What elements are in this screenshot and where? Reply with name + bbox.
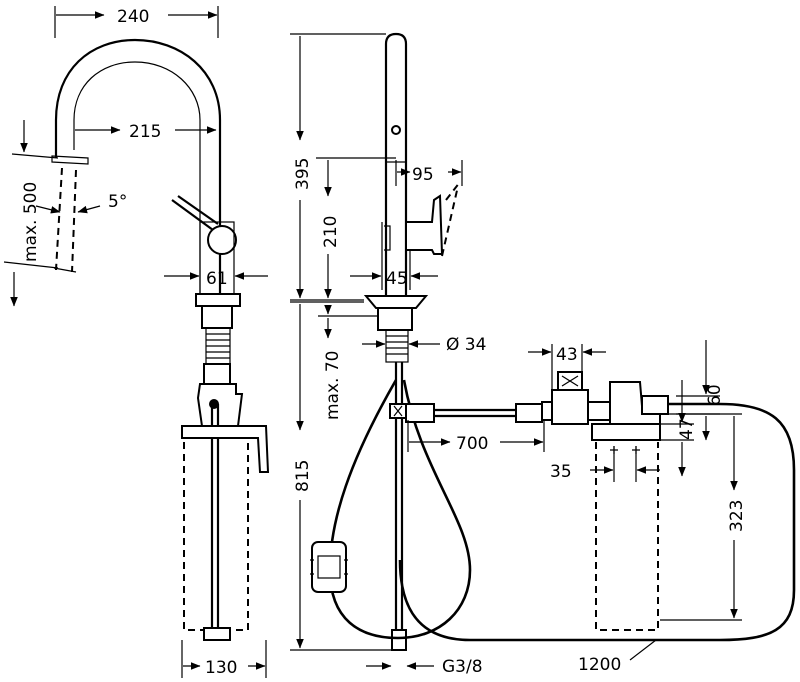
dim-60: 60 — [705, 384, 725, 406]
dim-5-degree: 5° — [108, 192, 127, 212]
filter-cartridge-outline — [595, 442, 659, 631]
threaded-shank-side — [385, 329, 409, 363]
dim-240: 240 — [117, 7, 149, 27]
dim-61: 61 — [206, 269, 228, 289]
faucet-front-view — [51, 38, 270, 641]
lever — [171, 195, 219, 231]
dim-395: 395 — [293, 158, 313, 190]
dim-700: 700 — [456, 434, 488, 454]
dim-diameter-34: Ø 34 — [446, 335, 486, 355]
right-dimensions: 395 210 95 45 815 max. 70 Ø 34 G3/8 — [290, 33, 747, 677]
valve-block — [196, 383, 244, 427]
spout-inner — [73, 61, 201, 300]
dim-130: 130 — [205, 658, 237, 678]
handle-swing-outline — [441, 181, 461, 257]
pullout-hose-loop — [328, 379, 472, 640]
valve-assembly — [541, 371, 611, 425]
spray-head — [51, 155, 89, 165]
deck-plate — [195, 293, 241, 307]
left-dimensions: 240 215 max. 500 5° 61 130 — [3, 6, 268, 678]
spout-outer — [54, 38, 222, 300]
dim-g3-8: G3/8 — [442, 657, 483, 677]
filter-canister-outline — [183, 442, 249, 631]
spout-side — [384, 32, 408, 300]
dim-35: 35 — [550, 462, 572, 482]
deck-plate-side — [363, 295, 429, 309]
dim-max-500: max. 500 — [21, 182, 41, 262]
lever-knob — [207, 225, 237, 255]
handle-side — [405, 194, 444, 255]
threaded-shank — [205, 327, 231, 365]
long-hose-1200 — [398, 402, 796, 642]
sink-bracket — [181, 425, 270, 473]
dim-95: 95 — [412, 165, 434, 185]
dim-815: 815 — [293, 460, 313, 492]
dim-210: 210 — [321, 216, 341, 248]
pulled-spray-outline — [55, 167, 77, 273]
dim-323: 323 — [727, 500, 747, 532]
dim-43: 43 — [556, 345, 578, 365]
dim-47: 47 — [677, 418, 697, 440]
dim-215: 215 — [129, 122, 161, 142]
dim-45: 45 — [386, 269, 408, 289]
faucet-side-view — [310, 32, 796, 651]
dim-max-70: max. 70 — [323, 351, 343, 420]
spray-button — [391, 125, 401, 135]
hose-weight — [311, 541, 347, 593]
filter-head — [591, 381, 669, 454]
dim-1200: 1200 — [578, 655, 621, 675]
